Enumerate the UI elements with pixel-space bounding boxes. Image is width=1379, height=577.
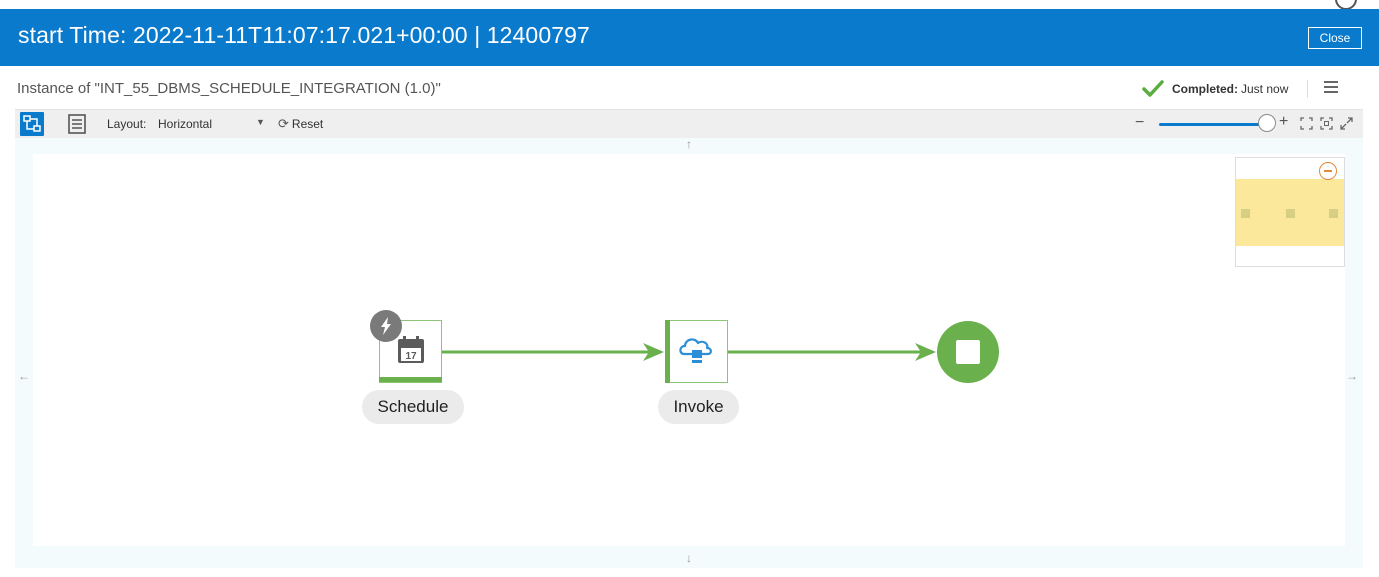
instance-title: Instance of "INT_55_DBMS_SCHEDULE_INTEGR… <box>17 80 441 97</box>
reset-label: Reset <box>291 117 324 131</box>
zoom-out-button[interactable]: − <box>1135 114 1145 131</box>
diagram-view-button[interactable] <box>20 112 44 136</box>
zoom-slider-track[interactable] <box>1159 123 1267 126</box>
minimap-node <box>1286 209 1295 218</box>
pan-left-arrow[interactable]: ← <box>18 369 30 383</box>
pan-up-arrow[interactable]: ↑ <box>686 138 692 151</box>
layout-label: Layout: <box>107 117 147 131</box>
lightning-icon <box>381 317 391 335</box>
trigger-badge <box>370 310 402 342</box>
check-icon <box>1142 80 1164 97</box>
instance-bar: Instance of "INT_55_DBMS_SCHEDULE_INTEGR… <box>0 66 1379 109</box>
chevron-down-icon: ▼ <box>256 117 265 127</box>
minimap-node <box>1329 209 1338 218</box>
minimap[interactable] <box>1235 157 1345 267</box>
diagram-view-icon <box>23 115 41 132</box>
arrow-head <box>915 343 936 361</box>
zoom-slider-thumb[interactable] <box>1258 114 1276 132</box>
invoke-node[interactable] <box>665 320 728 383</box>
diagram-canvas[interactable]: ↑ ↓ ← → 17 Schedule Invoke <box>15 138 1363 568</box>
schedule-label: Schedule <box>362 390 464 424</box>
actual-size-icon[interactable] <box>1320 117 1333 130</box>
divider <box>1307 80 1308 98</box>
end-node[interactable] <box>936 320 1000 384</box>
layout-value: Horizontal <box>158 117 213 131</box>
layout-select[interactable]: Horizontal ▼ <box>158 117 268 131</box>
pan-right-arrow[interactable]: → <box>1346 369 1358 383</box>
status-label: Completed: <box>1172 82 1238 96</box>
zoom-in-button[interactable]: + <box>1279 113 1289 130</box>
calendar-day: 17 <box>405 351 417 362</box>
minimap-collapse-icon[interactable] <box>1319 162 1337 180</box>
page-title: start Time: 2022-11-11T11:07:17.021+00:0… <box>18 22 590 48</box>
expand-icon[interactable] <box>1340 117 1353 130</box>
minimap-node <box>1241 209 1250 218</box>
reset-button[interactable]: ⟳ Reset <box>278 116 323 132</box>
invoke-label: Invoke <box>658 390 739 424</box>
status-value: Just now <box>1241 82 1289 96</box>
dialog-header: start Time: 2022-11-11T11:07:17.021+00:0… <box>0 9 1379 66</box>
close-button[interactable]: Close <box>1308 27 1362 49</box>
list-view-icon[interactable] <box>68 114 86 134</box>
fit-to-screen-icon[interactable] <box>1300 117 1313 130</box>
menu-icon[interactable] <box>1324 81 1338 95</box>
pan-down-arrow[interactable]: ↓ <box>686 551 692 565</box>
flow-connectors <box>442 343 936 361</box>
diagram-toolbar: Layout: Horizontal ▼ ⟳ Reset − + <box>15 109 1363 138</box>
refresh-icon: ⟳ <box>278 116 289 131</box>
arrow-head <box>643 343 664 361</box>
window-top-strip <box>0 0 1379 10</box>
status-indicator: Completed: Just now <box>1142 79 1288 99</box>
